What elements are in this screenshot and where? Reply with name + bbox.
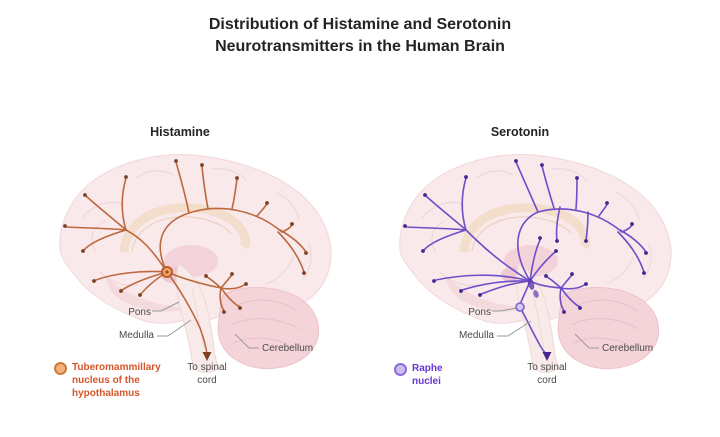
figure-title: Distribution of Histamine and Serotonin … [208,16,512,55]
serotonin-heading: Serotonin [490,125,550,139]
pons-pointer-line [152,301,180,312]
temporal-shading [106,276,188,312]
pons-pointer-line [492,307,517,312]
serotonin-brain-illustration [399,154,672,373]
serotonin-legend-marker-icon [394,363,407,376]
cerebellum-label: Cerebellum [602,343,654,354]
serotonin-legend-label: Raphe nuclei [412,363,443,387]
histamine-heading: Histamine [150,125,210,139]
cerebellum-shape [557,287,660,370]
cerebellum-pointer-line [234,333,259,349]
serotonin-legend: Raphe nuclei [394,362,464,388]
medulla-pointer-line [157,319,192,337]
corpus-callosum-edge [471,216,572,252]
label-pointer-lines [492,307,599,349]
label-pointer-lines [152,301,259,349]
cerebellum-label: Cerebellum [262,343,314,354]
histamine-legend-label: Tuberomammillary nucleus of the hypothal… [72,362,161,399]
corpus-callosum [119,203,251,253]
medulla-label: Medulla [118,330,154,341]
spinal-arrowhead [202,352,212,361]
cerebellum-folds [230,299,300,348]
serotonin-terminal-dots [403,159,648,361]
temporal-shading [446,276,528,312]
cerebellum-folds [570,299,640,348]
pons-label: Pons [128,307,151,318]
pons-label: Pons [468,307,491,318]
brain-anatomy [399,154,672,373]
medulla-label: Medulla [458,330,494,341]
brain-anatomy [59,154,332,373]
medulla-pointer-line [497,320,532,337]
histamine-brain-illustration [59,154,332,373]
brainstem-line [191,287,205,349]
gyri-lines [421,168,652,287]
to-spinal-cord-label: To spinal cord [187,362,227,386]
brainstem-line [531,287,545,349]
spinal-arrowhead [542,352,552,361]
cerebellum-shape [217,287,320,370]
raphe-nuclei-marker [515,278,539,312]
histamine-terminal-dots [63,159,308,361]
tuberomammillary-nucleus-marker [161,266,173,278]
histamine-legend-marker-icon [54,362,67,375]
gyri-lines [81,168,312,287]
cerebellum-pointer-line [574,333,599,349]
to-spinal-cord-label: To spinal cord [527,362,567,386]
histamine-legend: Tuberomammillary nucleus of the hypothal… [54,361,184,400]
